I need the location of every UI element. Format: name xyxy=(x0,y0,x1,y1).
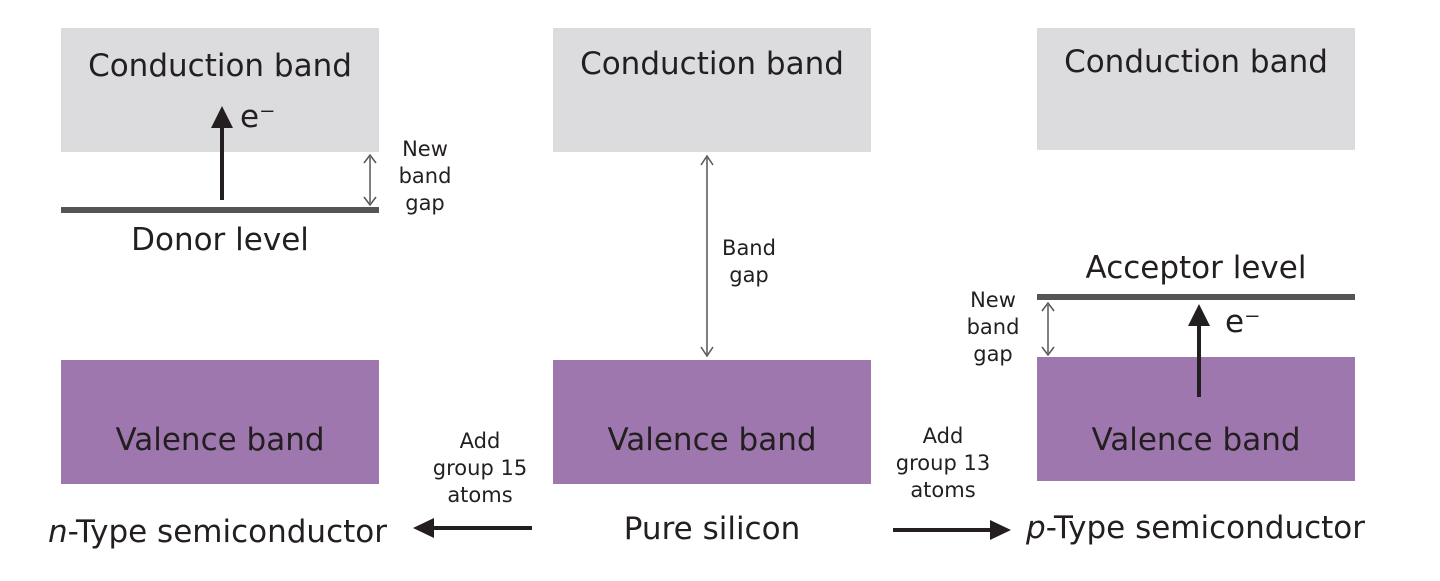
add-group13-line2: group 13 xyxy=(895,451,991,475)
left-conduction-label: Conduction band xyxy=(88,48,352,84)
left-gap-arrow xyxy=(363,153,377,207)
n-type-caption: n-Type semiconductor xyxy=(48,514,387,550)
left-valence-label: Valence band xyxy=(115,422,325,458)
right-electron-label: e⁻ xyxy=(1225,304,1261,340)
left-electron-label: e⁻ xyxy=(240,99,276,135)
add-group15-line1: Add xyxy=(459,429,501,453)
pure-silicon-caption: Pure silicon xyxy=(623,511,801,547)
center-valence-label: Valence band xyxy=(607,422,817,458)
p-type-suffix: -Type semiconductor xyxy=(1045,510,1366,546)
add-group15-line3: atoms xyxy=(447,483,513,507)
add-group13-arrow xyxy=(893,520,1011,540)
left-new-gap-label: New band gap xyxy=(388,136,462,217)
center-gap-label: Band gap xyxy=(710,235,788,289)
add-group13-label: Add group 13 atoms xyxy=(889,423,997,504)
n-type-prefix: n xyxy=(48,514,68,550)
add-group13-line3: atoms xyxy=(910,478,976,502)
right-new-gap-line1: New xyxy=(970,288,1016,312)
right-valence-label: Valence band xyxy=(1091,422,1301,458)
donor-level-label: Donor level xyxy=(131,222,309,258)
left-valence-band xyxy=(61,360,379,484)
left-new-gap-line3: gap xyxy=(405,191,445,215)
left-new-gap-line2: band xyxy=(398,164,452,188)
center-gap-line2: gap xyxy=(729,263,769,287)
center-conduction-band xyxy=(553,28,871,152)
add-group13-line1: Add xyxy=(922,424,964,448)
n-type-suffix: -Type semiconductor xyxy=(67,514,387,550)
center-gap-line1: Band xyxy=(722,236,776,260)
right-new-gap-label: New band gap xyxy=(956,287,1030,368)
right-gap-arrow xyxy=(1041,301,1055,357)
right-new-gap-line2: band xyxy=(966,315,1020,339)
right-valence-band xyxy=(1037,357,1355,481)
add-group15-line2: group 15 xyxy=(432,456,528,480)
center-conduction-label: Conduction band xyxy=(580,46,844,82)
add-group15-arrow xyxy=(413,518,532,538)
right-new-gap-line3: gap xyxy=(973,342,1013,366)
right-conduction-band xyxy=(1037,28,1355,150)
add-group15-label: Add group 15 atoms xyxy=(428,428,532,509)
center-valence-band xyxy=(553,360,871,484)
right-conduction-label: Conduction band xyxy=(1064,44,1328,80)
p-type-caption: p-Type semiconductor xyxy=(1026,510,1365,546)
p-type-prefix: p xyxy=(1026,510,1046,546)
acceptor-level-label: Acceptor level xyxy=(1085,250,1307,286)
center-gap-arrow xyxy=(700,154,714,358)
left-new-gap-line1: New xyxy=(402,137,448,161)
